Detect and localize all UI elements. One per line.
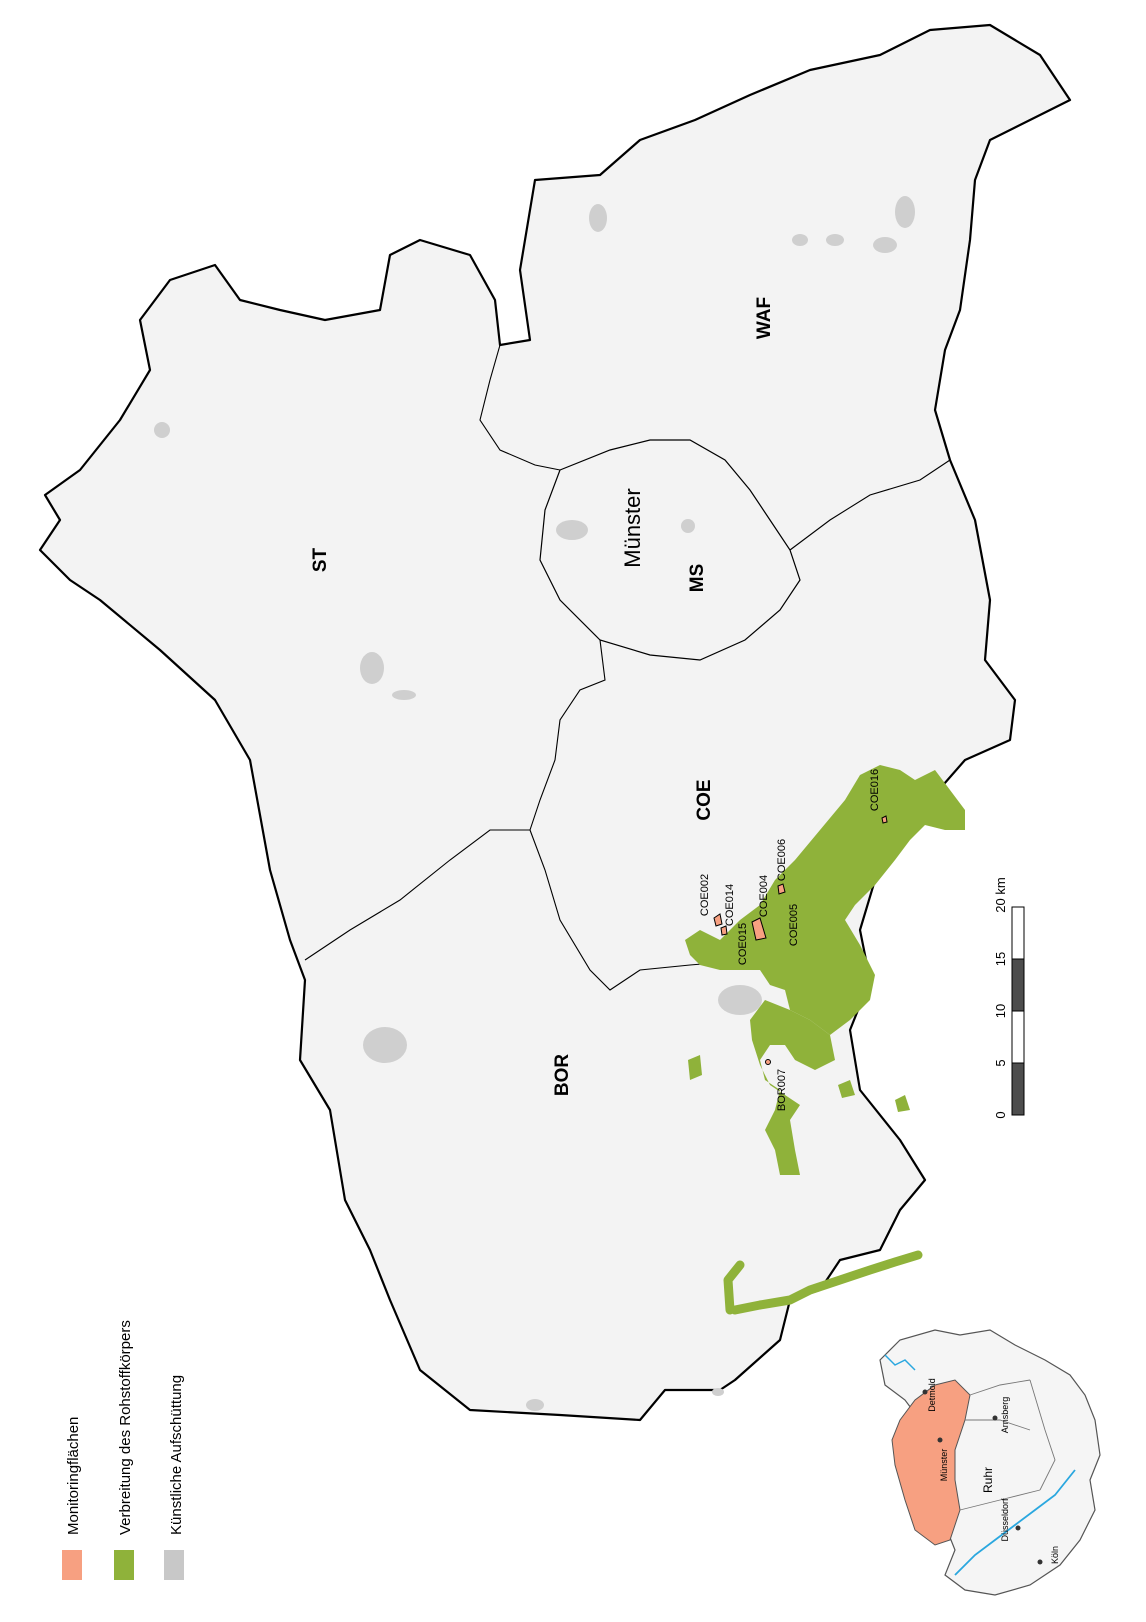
site-label-coe004: COE004 [758, 875, 770, 917]
monitoring-site-coe006 [777, 883, 786, 895]
inset-map: Detmold Münster Arnsberg Ruhr Düsseldorf… [879, 1329, 1101, 1596]
artificial-fill-area [363, 1027, 407, 1063]
raw-material-river-band [723, 1260, 745, 1315]
raw-material-area-patch [688, 1055, 702, 1080]
raw-material-area-patch [838, 1080, 855, 1098]
city-label-muenster: Münster [620, 488, 645, 567]
scale-segment [1011, 958, 1025, 1012]
legend-swatch-monitoring [62, 1550, 82, 1580]
inset-label-koeln: Köln [1050, 1546, 1060, 1564]
border-waf-coe [789, 459, 951, 551]
artificial-fill-area [556, 520, 588, 540]
region-outline [38, 23, 1072, 1422]
inset-region-border [959, 1379, 1056, 1511]
artificial-fill-area [589, 204, 607, 232]
site-label-coe016: COE016 [869, 769, 881, 811]
site-label-coe002: COE002 [699, 874, 711, 916]
inset-city-dot [992, 1415, 998, 1421]
artificial-fill-area [681, 519, 695, 533]
muenster-city-boundary [539, 439, 801, 661]
district-label-bor: BOR [552, 1054, 573, 1097]
border-st-waf [479, 344, 561, 471]
inset-city-dot [922, 1389, 928, 1395]
district-label-waf: WAF [754, 297, 775, 339]
raw-material-areas [685, 765, 965, 1315]
inset-label-detmold: Detmold [927, 1378, 937, 1412]
artificial-fill-area [526, 1399, 544, 1411]
artificial-fill-area [826, 234, 844, 246]
inset-rhine-river [954, 1469, 1076, 1576]
artificial-fill-area [392, 690, 416, 700]
site-label-coe014: COE014 [724, 884, 736, 926]
raw-material-river-band [730, 1250, 923, 1315]
artificial-fill-area [895, 196, 915, 228]
scale-tick-10: 10 [993, 1004, 1008, 1018]
raw-material-area-patch [895, 1095, 910, 1112]
artificial-fill-area [792, 234, 808, 246]
artificial-fill-area [873, 237, 897, 253]
legend-label-monitoring: Monitoringflächen [65, 1417, 82, 1535]
raw-material-area-south [750, 1000, 835, 1175]
scale-segment [1011, 1062, 1025, 1116]
inset-label-arnsberg: Arnsberg [1000, 1397, 1010, 1434]
site-label-coe006: COE006 [776, 839, 788, 881]
legend-label-artificial-fill: Künstliche Aufschüttung [168, 1375, 185, 1535]
site-label-coe005: COE005 [788, 904, 800, 946]
site-label-bor007: BOR007 [776, 1069, 788, 1111]
district-label-ms: MS [687, 564, 708, 593]
monitoring-site-coe002 [713, 913, 723, 927]
artificial-fill-area [718, 985, 762, 1015]
monitoring-site-coe016 [881, 815, 888, 824]
monitoring-site-bor007 [765, 1059, 771, 1065]
legend-swatch-artificial-fill [164, 1550, 184, 1580]
legend: Monitoringflächen Verbreitung des Rohsto… [62, 1320, 185, 1580]
monitoring-site-coe004 [751, 917, 767, 941]
artificial-fill-areas [154, 196, 915, 1411]
scale-bar: 0 5 10 15 20 km [993, 877, 1025, 1119]
district-label-coe: COE [694, 779, 715, 820]
scale-segment [1011, 906, 1025, 960]
artificial-fill-area [360, 652, 384, 684]
scale-tick-20: 20 km [993, 877, 1008, 912]
inset-weser-river [884, 1354, 916, 1371]
artificial-fill-area [154, 422, 170, 438]
scale-segment [1011, 1010, 1025, 1064]
scale-tick-5: 5 [993, 1059, 1008, 1066]
inset-city-dot [1015, 1525, 1021, 1531]
raw-material-area-main [685, 765, 965, 1035]
border-st-coe [304, 639, 606, 961]
monitoring-site-coe014 [720, 925, 728, 936]
inset-city-dot [937, 1437, 943, 1443]
inset-label-muenster: Münster [939, 1449, 949, 1482]
legend-swatch-raw-material [114, 1550, 134, 1580]
monitoring-sites [713, 815, 888, 1065]
artificial-fill-area [712, 1388, 724, 1396]
inset-city-dot [1037, 1559, 1043, 1565]
scale-tick-0: 0 [993, 1111, 1008, 1118]
inset-muenster-region [891, 1379, 971, 1546]
district-label-st: ST [310, 547, 331, 572]
legend-label-raw-material: Verbreitung des Rohstoffkörpers [117, 1320, 134, 1535]
scale-tick-15: 15 [993, 952, 1008, 966]
inset-label-duesseldorf: Düsseldorf [1000, 1498, 1010, 1542]
site-label-coe015: COE015 [737, 923, 749, 965]
inset-label-ruhr: Ruhr [981, 1467, 995, 1493]
